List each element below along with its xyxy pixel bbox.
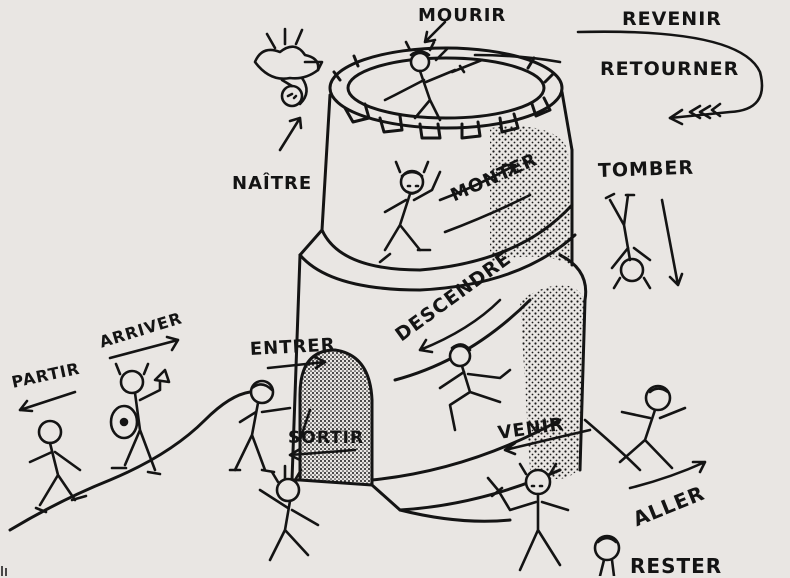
tower (290, 46, 588, 512)
label-retourner: RETOURNER (600, 58, 740, 80)
door-inner (298, 348, 374, 487)
figure-partir (28, 419, 88, 514)
label-entrer: ENTRER (249, 334, 337, 360)
arrows (18, 20, 764, 490)
label-rester: RESTER (630, 554, 723, 578)
viking-monter (378, 160, 442, 264)
label-sortir: SORTIR (288, 428, 365, 448)
figure-aller (618, 384, 687, 470)
label-naitre: NAÎTRE (232, 173, 313, 194)
figure-tomber (604, 192, 652, 290)
tower-shadow-lower (520, 285, 585, 479)
viking-arriver (109, 362, 171, 476)
label-tomber: TOMBER (597, 156, 695, 182)
figure-rester (593, 534, 621, 576)
viking-entrer (228, 379, 292, 474)
label-revenir: REVENIR (622, 8, 722, 30)
viking-venir (486, 462, 570, 572)
viking-mourir (383, 40, 484, 122)
viking-sortir (258, 464, 320, 562)
tower-top-ring (328, 46, 564, 130)
figures (28, 27, 687, 576)
viking-descendre (438, 343, 512, 432)
label-mourir: MOURIR (418, 5, 507, 26)
stork-with-baby (253, 27, 324, 108)
page-edge-mark (1, 566, 7, 576)
